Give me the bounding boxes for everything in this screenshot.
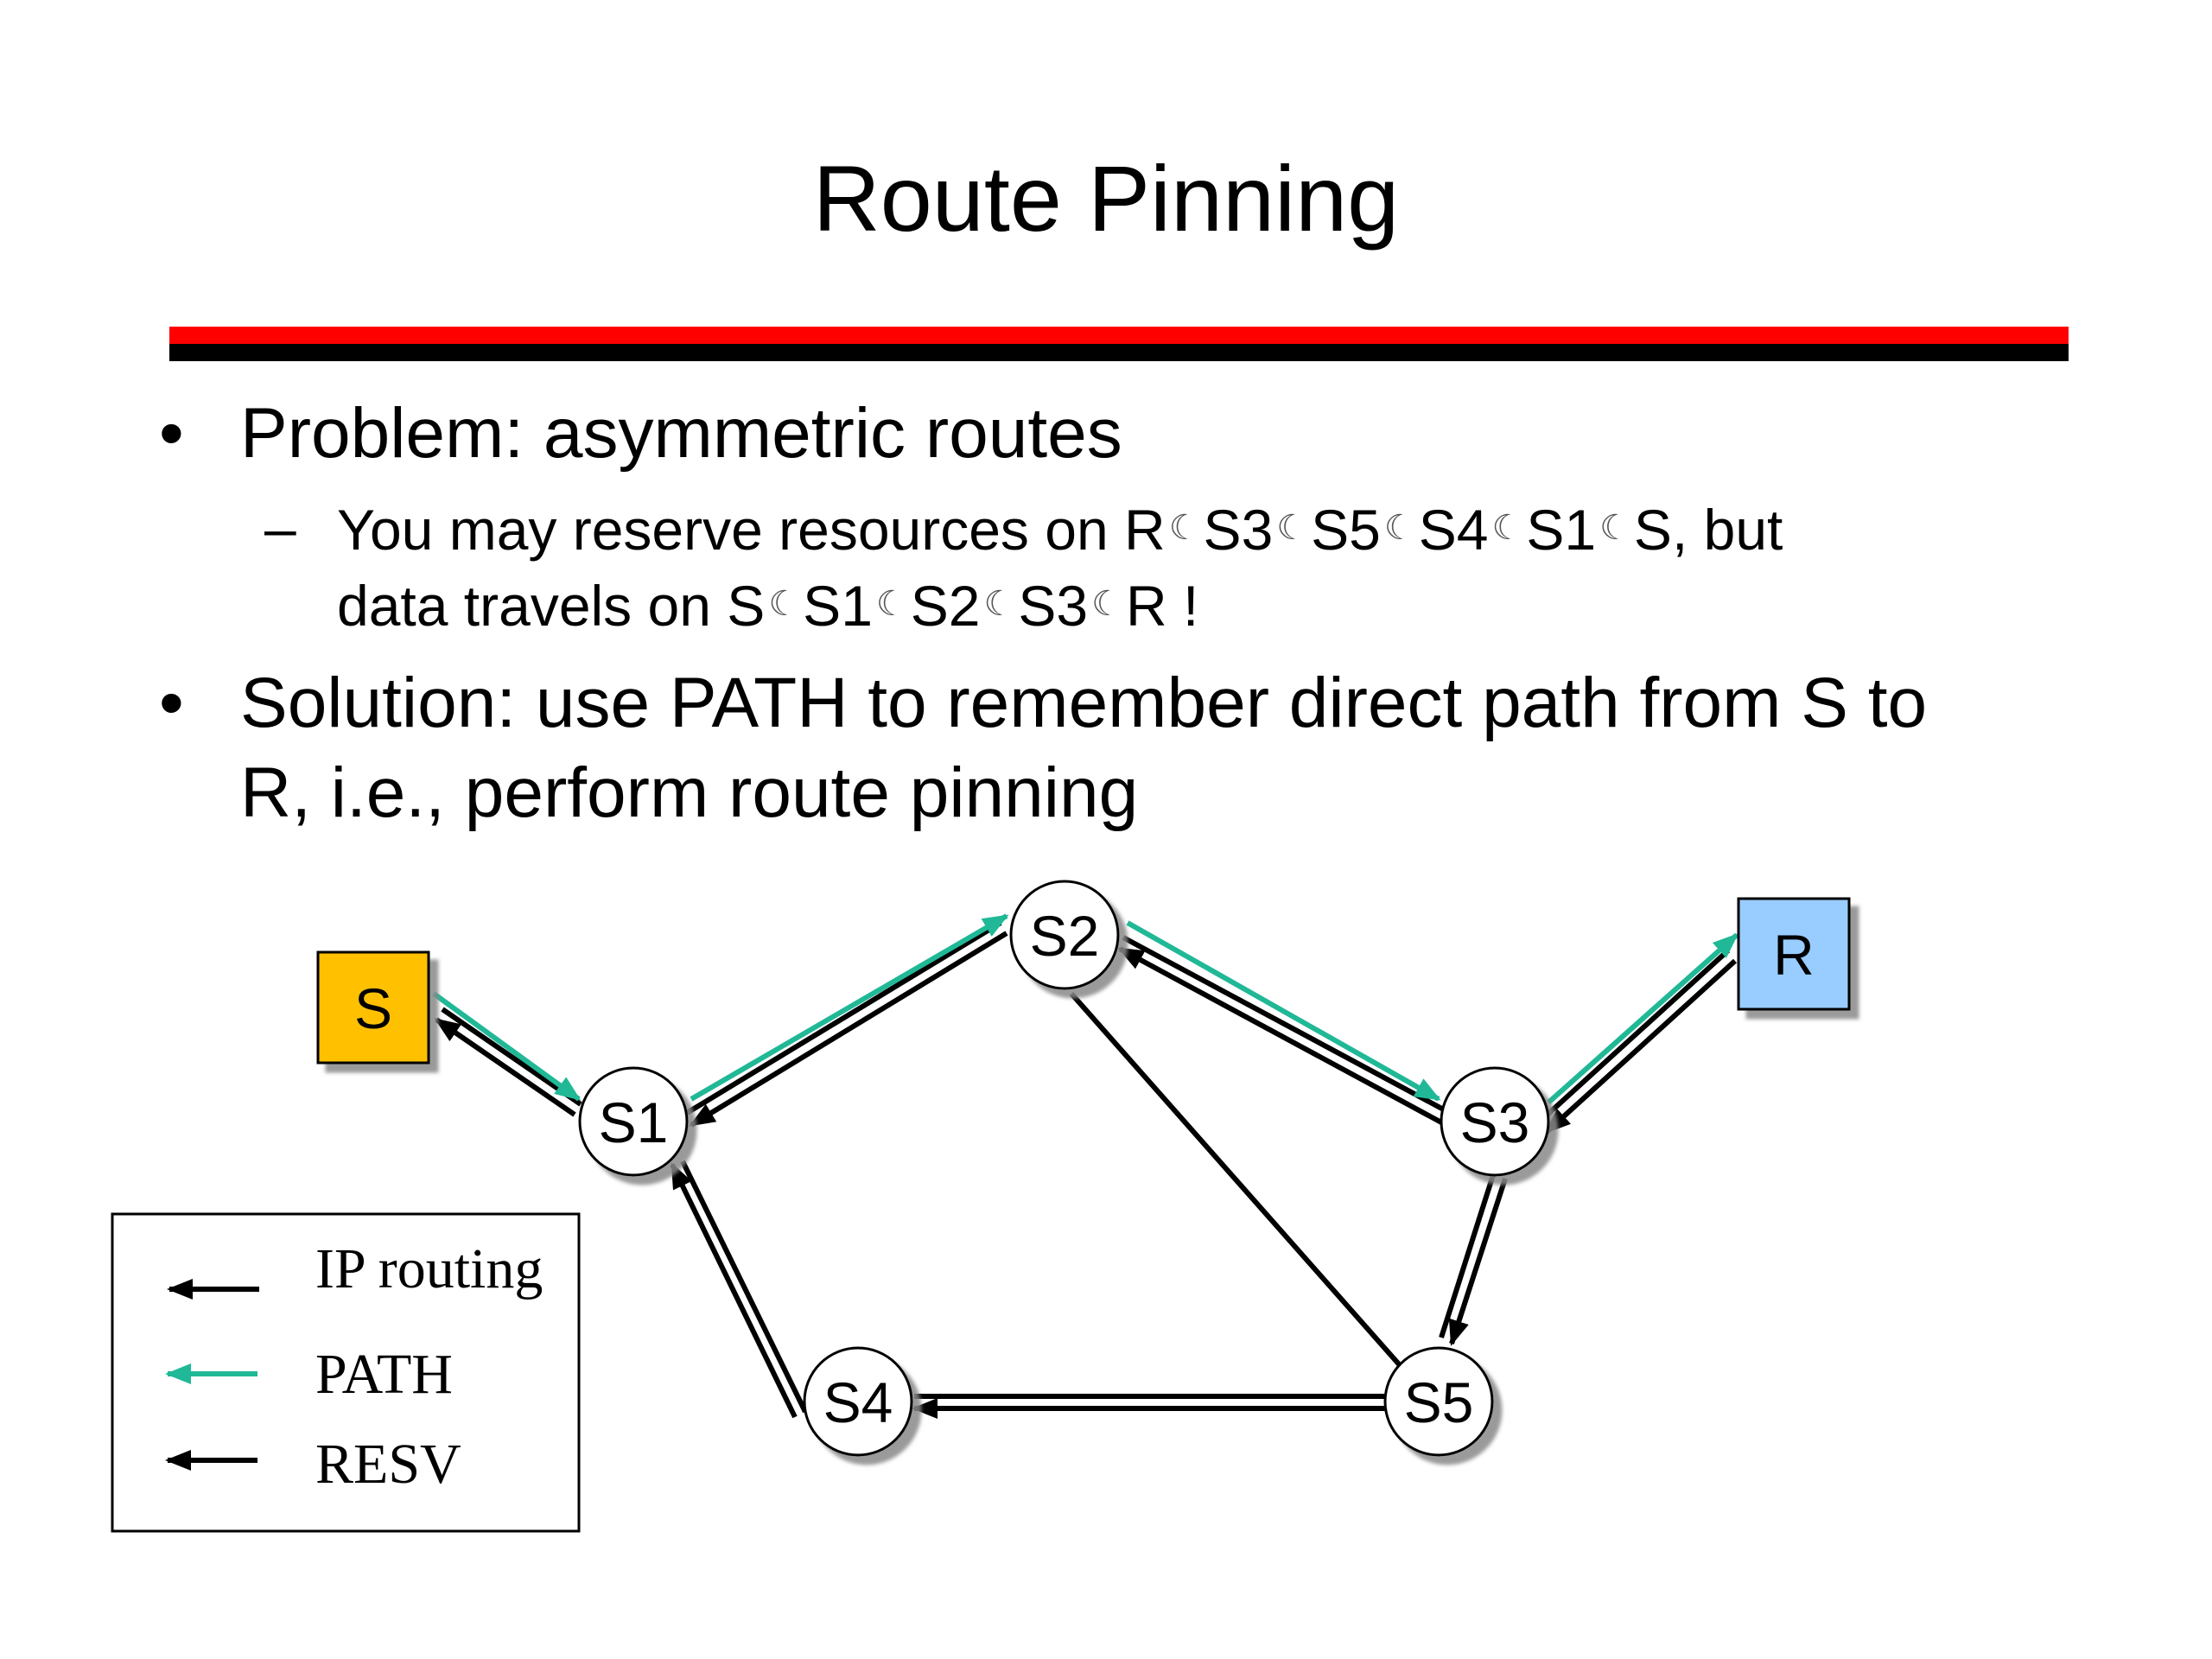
sub-line-2-prefix: data travels on xyxy=(337,574,728,638)
node-s2-label: S2 xyxy=(1030,904,1100,968)
route-node: S3 xyxy=(1018,574,1089,638)
ip-s4-to-s1-b xyxy=(680,1160,808,1414)
bullet-problem: • Problem: asymmetric routes xyxy=(159,389,1122,479)
resv-s3-to-s2 xyxy=(1117,946,1445,1126)
path-s1-to-s2 xyxy=(690,913,1009,1102)
arrow-glyph: ☾ xyxy=(1599,509,1630,547)
legend-box xyxy=(111,1212,581,1533)
node-s-label: S xyxy=(354,976,392,1040)
sub-line-2: data travels on S☾S1☾S2☾S3☾R ! xyxy=(337,567,2117,643)
path-s3-to-r xyxy=(1547,932,1739,1105)
ip-s3-to-r xyxy=(1537,948,1731,1124)
bullet-solution: • Solution: use PATH to remember direct … xyxy=(159,658,2098,838)
bullet-mark: • xyxy=(159,394,184,473)
arrow-glyph: ☾ xyxy=(983,585,1015,623)
node-s1-label: S1 xyxy=(599,1090,669,1154)
slide-title: Route Pinning xyxy=(812,146,1400,251)
sub-line-2-suffix: ! xyxy=(1166,574,1199,638)
arrow-glyph: ☾ xyxy=(1168,509,1200,547)
ip-s5-to-s2 xyxy=(1069,992,1402,1367)
bullet-solution-line-2: R, i.e., perform route pinning xyxy=(240,753,1139,832)
resv-s1-to-s xyxy=(434,1017,576,1117)
ip-s2-to-s3 xyxy=(1122,935,1452,1116)
route-node: S2 xyxy=(910,574,981,638)
ip-s4-to-s1 xyxy=(670,1162,798,1419)
node-s3: S3 xyxy=(1440,1066,1550,1177)
node-s5: S5 xyxy=(1383,1346,1494,1457)
ip-s3-to-s5-b xyxy=(1439,1174,1496,1338)
arrow-glyph: ☾ xyxy=(1491,509,1523,547)
legend-path-label: PATH xyxy=(315,1343,453,1406)
ip-s-to-s1 xyxy=(441,1007,582,1107)
route-node: S xyxy=(1633,498,1672,562)
sub-line-1: You may reserve resources on R☾S3☾S5☾S4☾… xyxy=(337,491,2117,567)
node-s4: S4 xyxy=(803,1346,913,1457)
node-s5-label: S5 xyxy=(1404,1370,1474,1434)
path-s2-to-s3 xyxy=(1126,920,1441,1102)
sub-bullet-asymmetric: – You may reserve resources on R☾S3☾S5☾S… xyxy=(264,491,2117,643)
ip-routing-links xyxy=(434,920,1738,1419)
legend-resv-label: RESV xyxy=(315,1433,461,1496)
route-node: S xyxy=(727,574,766,638)
route-node: S1 xyxy=(803,574,873,638)
arrow-glyph: ☾ xyxy=(768,585,800,623)
node-s4-label: S4 xyxy=(823,1370,893,1434)
title-rule-black xyxy=(169,344,2069,361)
legend-ip-routing-label: IP routing xyxy=(315,1237,543,1300)
arrow-glyph: ☾ xyxy=(1091,585,1122,623)
arrow-glyph: ☾ xyxy=(1383,509,1415,547)
route-node: S1 xyxy=(1526,498,1597,562)
title-rule-red xyxy=(169,327,2069,344)
sub-line-1-prefix: You may reserve resources on xyxy=(337,498,1125,562)
route-node: S5 xyxy=(1311,498,1381,562)
arrow-glyph: ☾ xyxy=(1276,509,1308,547)
node-s2: S2 xyxy=(1009,880,1120,990)
route-node: S3 xyxy=(1203,498,1274,562)
path-s-to-s1 xyxy=(432,991,582,1102)
dash-mark: – xyxy=(264,496,296,560)
bullet-mark: • xyxy=(159,664,184,742)
path-links xyxy=(432,913,1739,1105)
bullet-problem-text: Problem: asymmetric routes xyxy=(240,394,1122,473)
node-s: S xyxy=(316,950,430,1065)
node-r-label: R xyxy=(1773,923,1815,987)
ip-s1-to-s2 xyxy=(685,920,1002,1116)
ip-s3-to-s5 xyxy=(1448,1178,1508,1346)
node-r: R xyxy=(1737,897,1851,1011)
node-s3-label: S3 xyxy=(1460,1090,1530,1154)
route-node: S4 xyxy=(1418,498,1489,562)
node-s1: S1 xyxy=(578,1066,689,1177)
legend: IP routing PATH RESV xyxy=(111,1212,581,1533)
sub-line-1-suffix: , but xyxy=(1671,498,1783,562)
arrow-glyph: ☾ xyxy=(875,585,907,623)
resv-r-to-s3 xyxy=(1544,958,1738,1135)
resv-s2-to-s1 xyxy=(689,931,1008,1128)
route-node: R xyxy=(1124,498,1166,562)
route-node: R xyxy=(1125,574,1167,638)
bullet-solution-line-1: Solution: use PATH to remember direct pa… xyxy=(240,664,1928,742)
